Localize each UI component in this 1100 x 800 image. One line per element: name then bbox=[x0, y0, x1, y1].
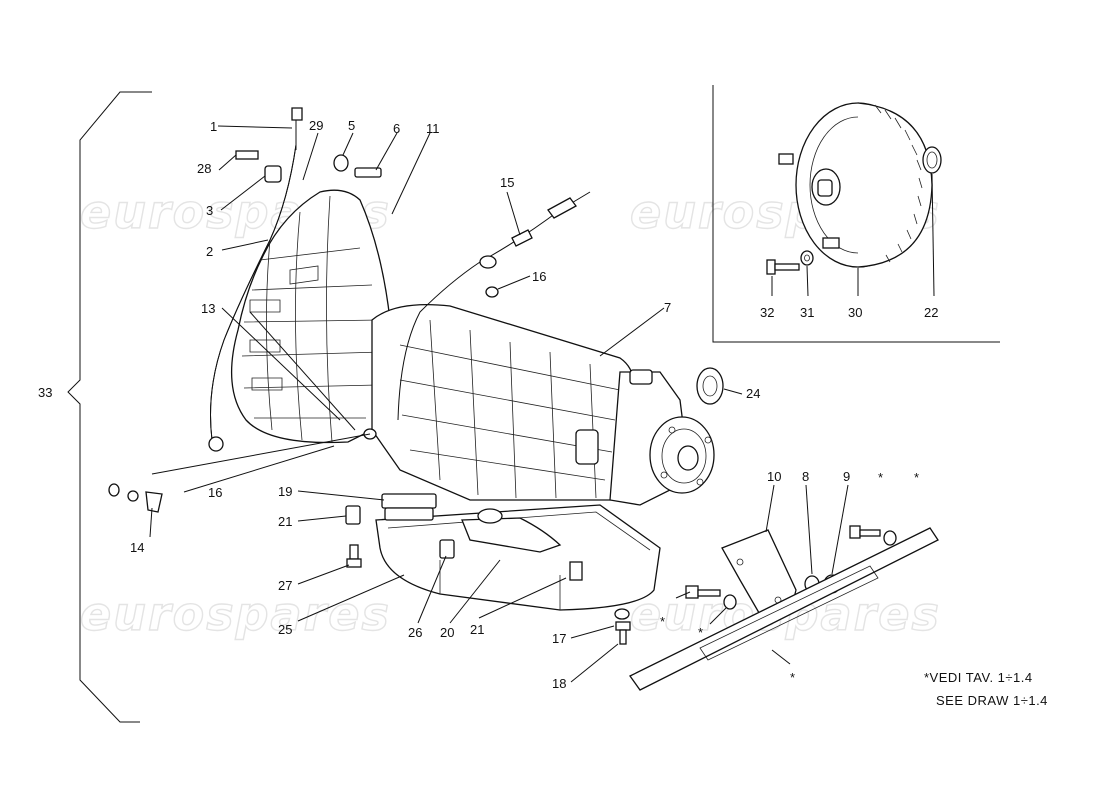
callout-20: 20 bbox=[440, 625, 454, 640]
clip-14[interactable] bbox=[108, 483, 163, 513]
callout-21-left: 21 bbox=[278, 514, 292, 529]
reference-note-en: SEE DRAW 1÷1.4 bbox=[936, 693, 1048, 708]
bolt-27[interactable] bbox=[346, 544, 362, 568]
callout-28: 28 bbox=[197, 161, 211, 176]
inset-frame bbox=[712, 85, 1000, 343]
asterisk-marker: * bbox=[878, 470, 883, 485]
callout-26: 26 bbox=[408, 625, 422, 640]
callout-29: 29 bbox=[309, 118, 323, 133]
callout-16-top: 16 bbox=[532, 269, 546, 284]
reference-note-it: *VEDI TAV. 1÷1.4 bbox=[924, 670, 1033, 685]
leader-lines bbox=[149, 125, 935, 683]
callout-8: 8 bbox=[802, 469, 809, 484]
callout-24: 24 bbox=[746, 386, 760, 401]
bolt-32[interactable] bbox=[766, 259, 800, 275]
callout-10: 10 bbox=[767, 469, 781, 484]
asterisk-marker: * bbox=[660, 614, 665, 629]
asterisk-marker: * bbox=[790, 670, 795, 685]
transmission-assembly[interactable] bbox=[208, 107, 724, 506]
bolt-lower[interactable] bbox=[685, 585, 737, 610]
callout-7: 7 bbox=[664, 300, 671, 315]
callout-31: 31 bbox=[800, 305, 814, 320]
callout-labels: 1 29 5 6 11 28 3 2 15 16 13 7 33 24 16 1… bbox=[38, 118, 938, 691]
callout-2: 2 bbox=[206, 244, 213, 259]
oil-pan-25[interactable] bbox=[375, 504, 661, 611]
callout-30: 30 bbox=[848, 305, 862, 320]
washer-31[interactable] bbox=[800, 250, 814, 266]
callout-6: 6 bbox=[393, 121, 400, 136]
asterisk-marker: * bbox=[698, 625, 703, 640]
callout-16-bottom: 16 bbox=[208, 485, 222, 500]
watermark: eurospares bbox=[80, 587, 391, 641]
callout-5: 5 bbox=[348, 118, 355, 133]
callout-21-right: 21 bbox=[470, 622, 484, 637]
clip-21a[interactable] bbox=[345, 505, 361, 525]
callout-1: 1 bbox=[210, 119, 217, 134]
callout-3: 3 bbox=[206, 203, 213, 218]
clip-26[interactable] bbox=[439, 539, 455, 559]
callout-9: 9 bbox=[843, 469, 850, 484]
crossmember[interactable] bbox=[629, 527, 939, 691]
callout-27: 27 bbox=[278, 578, 292, 593]
callout-14: 14 bbox=[130, 540, 144, 555]
callout-18: 18 bbox=[552, 676, 566, 691]
torque-converter[interactable] bbox=[778, 102, 933, 268]
callout-19: 19 bbox=[278, 484, 292, 499]
filter-20[interactable] bbox=[461, 508, 562, 553]
callout-17: 17 bbox=[552, 631, 566, 646]
callout-11: 11 bbox=[426, 121, 440, 136]
drain-plug-17-18[interactable] bbox=[614, 608, 631, 645]
callout-15: 15 bbox=[500, 175, 514, 190]
callout-33: 33 bbox=[38, 385, 52, 400]
callout-22: 22 bbox=[924, 305, 938, 320]
callout-25: 25 bbox=[278, 622, 292, 637]
callout-32: 32 bbox=[760, 305, 774, 320]
asterisk-marker: * bbox=[914, 470, 919, 485]
bolt-upper-right[interactable] bbox=[849, 525, 897, 546]
seal-ring-22[interactable] bbox=[922, 146, 942, 174]
group-bracket bbox=[67, 91, 152, 723]
callout-13: 13 bbox=[201, 301, 215, 316]
valve-body-19[interactable] bbox=[381, 493, 437, 521]
